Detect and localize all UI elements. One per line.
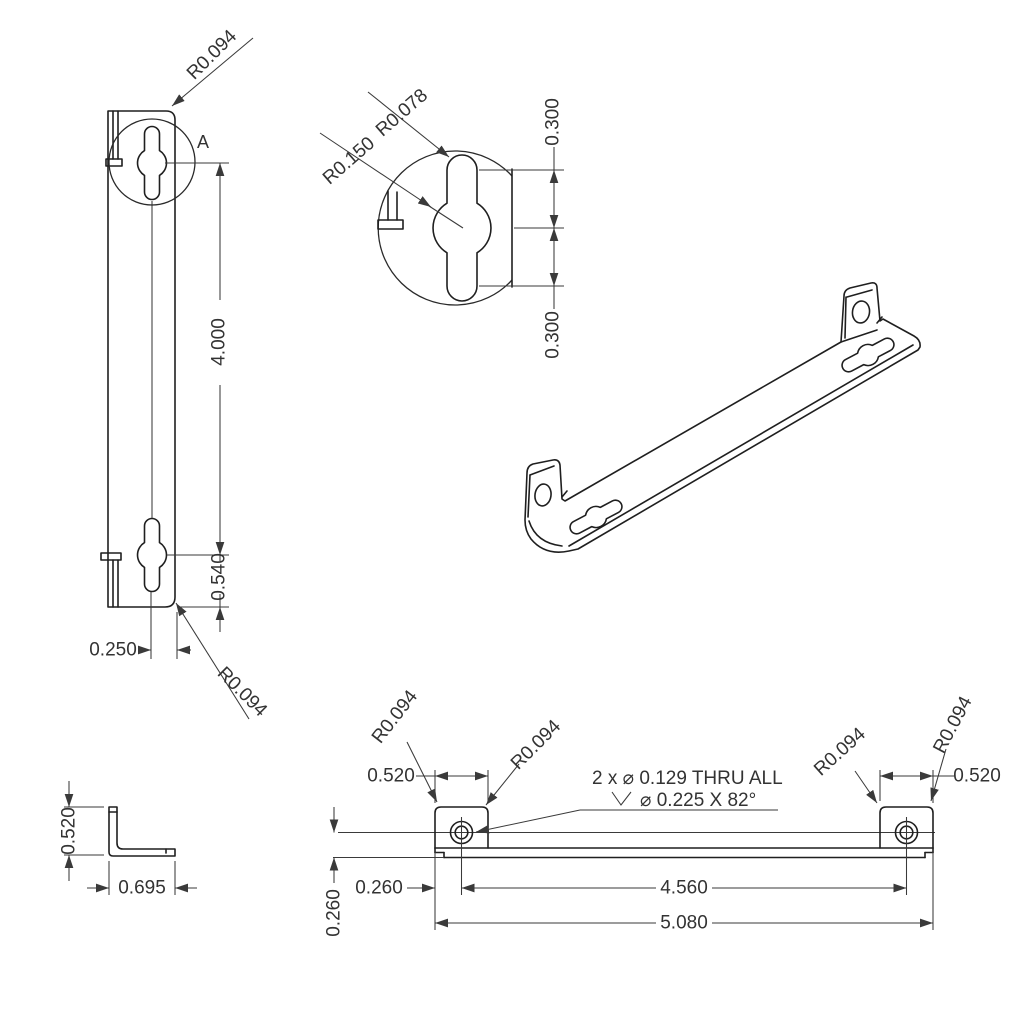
front-view: A R0.094 4.000 0.540 0.250 R0.094 [89,26,271,722]
dim-bottom-overall-length: 5.080 [660,913,708,934]
front-bottom-flange [100,552,122,608]
dim-side-leg-height: 0.520 [59,807,80,855]
bottom-right-tab [879,806,934,849]
bottom-view: 0.520 0.520 R0.094 R0.094 R0.094 R0.094 … [324,686,1001,937]
dim-front-radius-bottom: R0.094 [213,663,271,721]
iso-right-tab-hole [851,300,871,324]
dim-bottom-edge-to-hole: 0.260 [355,878,403,899]
dim-bottom-radius-right-inner: R0.094 [810,723,870,780]
dim-detail-center-radius: R0.150 [319,133,379,189]
dim-side-leg-depth: 0.695 [118,878,166,899]
dim-hole-note-line1: 2 x ⌀ 0.129 THRU ALL [592,768,783,789]
detail-slot-radius-leader [367,91,450,158]
iso-body-outline [524,282,921,553]
front-bar-outline [107,110,176,608]
dim-bottom-radius-left-inner: R0.094 [507,716,565,774]
bottom-right-hole [894,817,919,895]
detail-circle-a [108,118,196,206]
side-view: 0.520 0.695 [59,781,197,899]
side-profile-outline [108,806,176,857]
detail-keyhole-slot [432,154,492,302]
dim-bottom-hole-spacing: 4.560 [660,878,708,899]
bottom-radius-leader-right-inner [854,770,878,804]
front-keyhole-slot-top [136,125,168,201]
isometric-view [524,282,921,553]
detail-view-a: R0.078 R0.150 0.300 0.300 [319,85,564,359]
hole-callout: 2 x ⌀ 0.129 THRU ALL ⌀ 0.225 X 82° [475,768,783,834]
detail-center-radius-leader [319,132,432,208]
bottom-radius-leader-right-outer [930,748,947,802]
detail-boundary-circle [377,150,513,306]
iso-keyhole-slot-right [841,337,895,373]
iso-keyhole-slot-left [569,499,623,535]
detail-flange [377,190,404,230]
bottom-left-tab [434,806,489,849]
dim-hole-note-line2: ⌀ 0.225 X 82° [640,790,756,811]
dim-bottom-radius-left-outer: R0.094 [368,686,423,748]
dim-front-slot-to-edge: 0.250 [89,640,137,661]
bottom-left-hole [449,817,474,895]
detail-marker-label: A [197,132,209,152]
countersink-icon [611,791,632,806]
dim-detail-upper-offset: 0.300 [543,98,564,146]
front-radius-bottom-leader [175,602,250,720]
iso-edge-lines [527,289,914,547]
dim-front-slot-to-end: 0.540 [209,553,230,601]
dim-front-slot-spacing: 4.000 [209,318,230,366]
dim-bottom-hole-to-edge-vertical: 0.260 [324,889,345,937]
bottom-radius-leader-left-inner [485,763,520,806]
bottom-radius-leader-left-outer [406,741,438,803]
dim-detail-slot-radius: R0.078 [372,85,432,141]
dim-bottom-left-tab-width: 0.520 [367,766,415,787]
iso-left-tab-hole [534,483,552,507]
bottom-strip-edges [434,847,934,859]
front-radius-top-leader [171,37,254,107]
front-keyhole-slot-bottom [136,517,168,593]
dim-bottom-radius-right-outer: R0.094 [929,693,977,757]
dim-bottom-right-tab-width: 0.520 [953,766,1001,787]
dim-detail-lower-offset: 0.300 [543,311,564,359]
